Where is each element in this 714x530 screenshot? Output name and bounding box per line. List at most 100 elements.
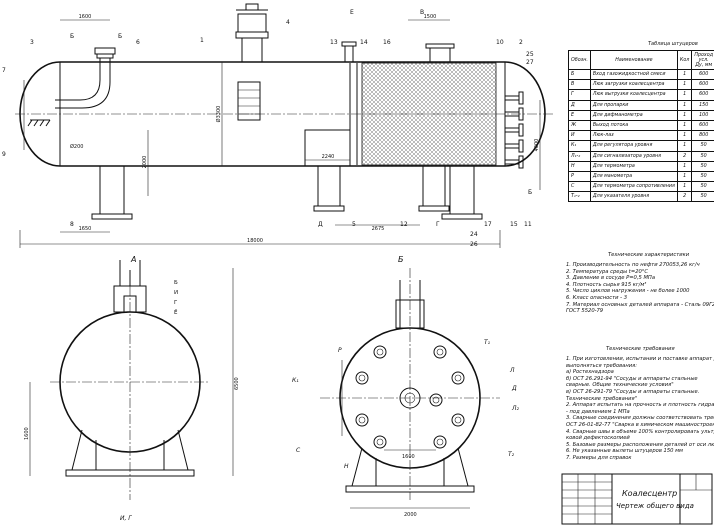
spec-line: ГОСТ 5520-79 (566, 308, 603, 315)
svg-text:Л₂: Л₂ (511, 405, 520, 412)
table-cell: 50 (692, 192, 714, 202)
table-cell: 1 (677, 110, 691, 120)
svg-text:1: 1 (200, 37, 204, 44)
svg-text:Б: Б (528, 189, 532, 196)
table-cell: Г (569, 90, 591, 100)
requirement-line: ОСТ 26-01-82-77 "Сварка в химическом маш… (566, 422, 714, 429)
table-cell: Для указателя уровня (590, 192, 677, 202)
table-cell: 1 (677, 171, 691, 181)
spec-line: 6. Класс опасности - 3 (566, 295, 627, 302)
table-cell: 2 (677, 192, 691, 202)
table-cell: 600 (692, 80, 714, 90)
dim-overall-length: 18000 (247, 238, 263, 244)
svg-text:К₁: К₁ (292, 377, 299, 384)
svg-text:4: 4 (286, 19, 290, 26)
requirement-line: выполняться требования: (566, 363, 637, 370)
svg-text:27: 27 (526, 59, 534, 66)
table-cell: Н (569, 161, 591, 171)
table-header-cell: Обозн. (569, 51, 591, 70)
table-cell: 1 (677, 131, 691, 141)
requirement-line: ковой дефектоскопией (566, 435, 630, 442)
title-line1: Коалесцентр (622, 489, 677, 498)
view-a (30, 260, 233, 500)
svg-text:10: 10 (496, 39, 504, 46)
spec-line: 3. Давление в сосуде P=0,5 МПа (566, 275, 655, 282)
requirement-line: 6. Не указанные вылеты штуцеров 150 мм (566, 448, 683, 455)
svg-text:Д: Д (318, 221, 323, 228)
dim-1650: 1650 (79, 226, 92, 232)
dim-1600c: 1600 (402, 454, 415, 460)
table-cell: Р (569, 171, 591, 181)
table-cell: Для термометра сопротивления (590, 182, 677, 192)
table-cell: Выход потока (590, 120, 677, 130)
table-cell: 50 (692, 151, 714, 161)
dim-1500: 1500 (424, 14, 437, 20)
view-a-side-labels: Б И Г Ё (174, 280, 178, 316)
table-cell: 50 (692, 182, 714, 192)
spec-line: 2. Температура среды t=20°С (566, 269, 648, 276)
svg-text:3: 3 (30, 39, 34, 46)
svg-text:Е: Е (350, 9, 354, 16)
table-header-cell: Проход усл. Ду, мм (692, 51, 714, 70)
title-block (562, 474, 712, 524)
requirement-line: 5. Базовые размеры расположения деталей … (566, 442, 714, 449)
table-cell: Б (569, 70, 591, 80)
svg-text:Н: Н (344, 463, 349, 470)
svg-text:7: 7 (2, 67, 6, 74)
table-cell: Д (569, 100, 591, 110)
title-line2: Чертеж общего вида (616, 502, 694, 510)
table-cell: Для пропарки (590, 100, 677, 110)
vessel-side-view (15, 4, 555, 219)
requirement-line: б) ОСТ 26.291-94 "Сосуды и аппараты стал… (566, 376, 698, 383)
dim-1600: 1600 (79, 14, 92, 20)
requirement-line: 4. Сварные швы в объеме 100% контролиров… (566, 429, 714, 436)
svg-text:17: 17 (484, 221, 492, 228)
svg-text:5: 5 (352, 221, 356, 228)
table-cell: Для сигнализатора уровня (590, 151, 677, 161)
svg-text:Ё: Ё (174, 309, 178, 316)
table-cell: 600 (692, 90, 714, 100)
requirement-line: 2. Аппарат испытать на прочность и плотн… (566, 402, 714, 409)
table-header-row: Обозн. Наименование Кол Проход усл. Ду, … (569, 51, 714, 70)
table-header-cell: Кол (677, 51, 691, 70)
requirement-line: в) ОСТ 26-291-79 "Сосуды и аппараты стал… (566, 389, 699, 396)
requirement-line: сварные. Общие технические условия" (566, 382, 674, 389)
table-cell: Для регулятора уровня (590, 141, 677, 151)
svg-text:16: 16 (383, 39, 391, 46)
svg-text:С: С (296, 447, 301, 454)
view-a-label: А (130, 255, 136, 264)
requirement-line: Технические требования" (566, 396, 637, 403)
svg-text:Р: Р (338, 347, 342, 354)
svg-text:25: 25 (526, 51, 534, 58)
dim-2000b: 2000 (404, 512, 417, 518)
table-cell: 1 (677, 161, 691, 171)
requirement-line: а) Ростехнадзора (566, 369, 614, 376)
svg-text:Т₂: Т₂ (508, 451, 515, 458)
requirement-line: 7. Размеры для справок (566, 455, 632, 462)
table-cell: 1 (677, 120, 691, 130)
table-cell: 1 (677, 100, 691, 110)
svg-text:Д: Д (511, 385, 517, 392)
svg-text:12: 12 (400, 221, 408, 228)
table-cell: Вход газожидкостной смеси (590, 70, 677, 80)
table-cell: 1 (677, 80, 691, 90)
requirement-line: 1. При изготовлении, испытании и поставк… (566, 356, 714, 363)
table-cell: Люк загрузки коалесцентра (590, 80, 677, 90)
dim-3300: Ø3300 (215, 106, 222, 123)
spec-line: 5. Число циклов нагружения - не более 10… (566, 288, 689, 295)
table-cell: Л₁-₂ (569, 151, 591, 161)
dim-2240: 2240 (322, 154, 335, 160)
dim-1600b: 1600 (24, 427, 30, 440)
tech-specs-title: Технические характеристики (608, 252, 689, 259)
svg-text:2: 2 (519, 39, 523, 46)
table-cell: 50 (692, 141, 714, 151)
view-b-label: Б (398, 255, 404, 264)
spec-line: 1. Производительность по нефти 270053,26… (566, 262, 700, 269)
dim-4000: 4000 (534, 139, 540, 152)
requirement-line: - под давлением 1 МПа (566, 409, 630, 416)
table-cell: 1 (677, 90, 691, 100)
